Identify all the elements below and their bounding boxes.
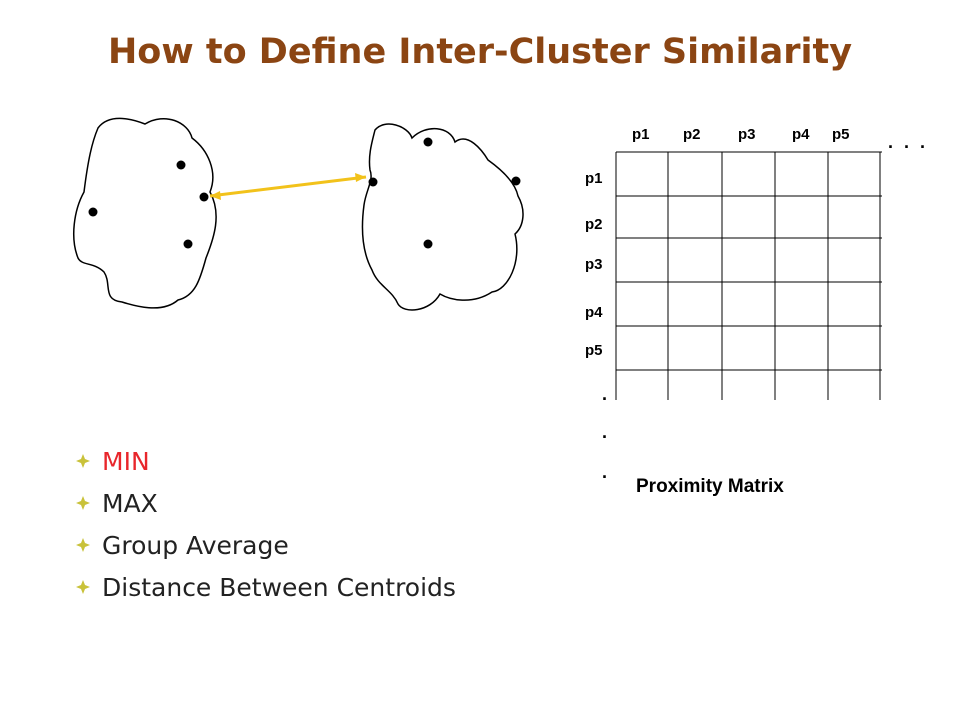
slide-title: How to Define Inter-Cluster Similarity <box>107 32 853 72</box>
link-arrowhead-right-icon <box>355 173 366 182</box>
bullet-label: MIN <box>102 446 150 476</box>
cluster-right-point <box>423 239 433 249</box>
matrix-col-header: p3 <box>738 126 756 143</box>
bullet-item-min: MIN <box>76 440 456 482</box>
cluster-right-outline <box>361 123 524 311</box>
cluster-left-point <box>183 239 193 249</box>
cluster-diagram <box>73 117 524 311</box>
matrix-col-header: p4 <box>792 126 810 143</box>
matrix-col-header: p1 <box>632 126 650 143</box>
cluster-right-point <box>368 177 378 187</box>
bullet-label: MAX <box>102 488 158 518</box>
matrix-row-ellipsis-dot: . <box>602 462 608 482</box>
cluster-left-point <box>199 192 209 202</box>
cluster-right-point <box>423 137 433 147</box>
diamond-bullet-icon <box>76 538 90 552</box>
diamond-bullet-icon <box>76 496 90 510</box>
matrix-caption: Proximity Matrix <box>636 476 784 497</box>
matrix-row-ellipsis-dot: . <box>602 422 608 442</box>
matrix-row-header: p4 <box>585 304 603 321</box>
matrix-col-header: p5 <box>832 126 850 143</box>
bullet-label: Distance Between Centroids <box>102 572 456 602</box>
bullet-item-centroids: Distance Between Centroids <box>76 566 456 608</box>
diamond-bullet-icon <box>76 580 90 594</box>
matrix-row-ellipsis-dot: . <box>602 384 608 404</box>
cluster-left-outline <box>73 117 217 309</box>
link-arrowhead-left-icon <box>210 191 221 200</box>
matrix-row-header: p1 <box>585 170 603 187</box>
cluster-left-point <box>88 207 98 217</box>
bullet-label: Group Average <box>102 530 289 560</box>
min-distance-link <box>209 175 367 198</box>
bullet-list: MIN MAX Group Average Distance Between C… <box>76 440 456 608</box>
bullet-item-group-average: Group Average <box>76 524 456 566</box>
matrix-col-header: p2 <box>683 126 701 143</box>
matrix-row-header: p5 <box>585 342 603 359</box>
matrix-col-ellipsis: . . . <box>888 132 929 152</box>
cluster-right-point <box>511 176 521 186</box>
diamond-bullet-icon <box>76 454 90 468</box>
matrix-row-header: p2 <box>585 216 603 233</box>
bullet-item-max: MAX <box>76 482 456 524</box>
cluster-left-point <box>176 160 186 170</box>
matrix-row-header: p3 <box>585 256 603 273</box>
